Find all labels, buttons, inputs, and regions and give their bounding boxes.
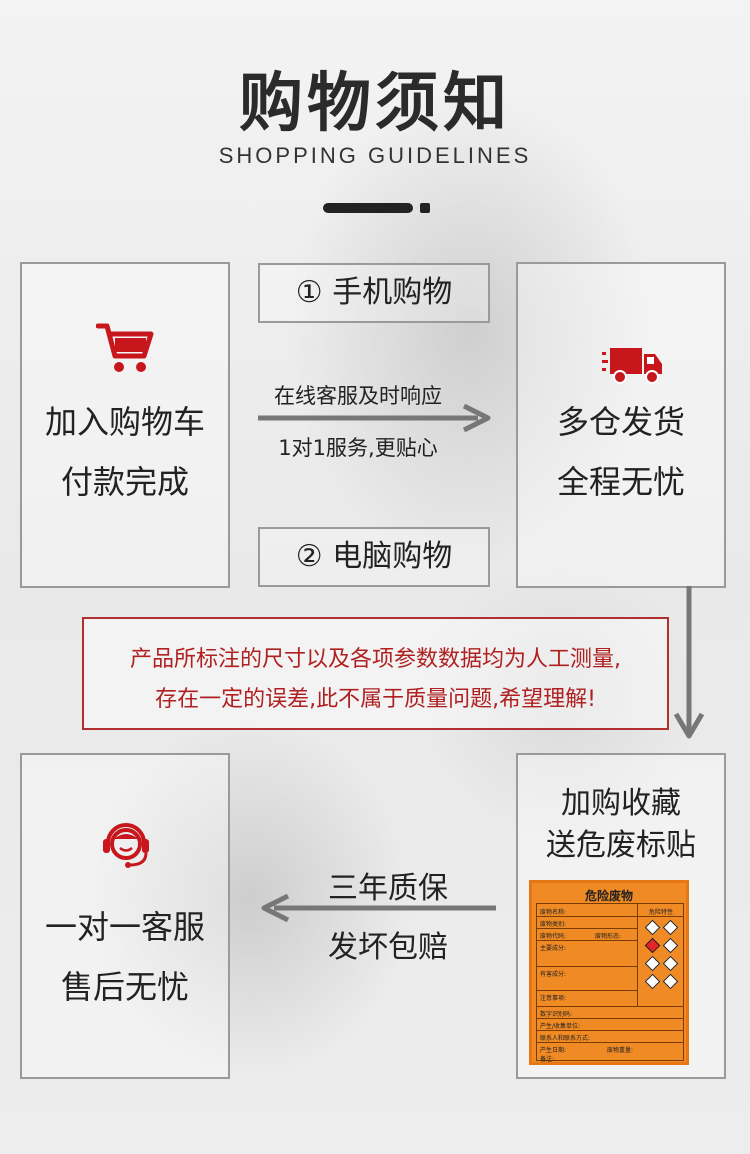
hazard-toxic-icon bbox=[644, 919, 661, 936]
step-add-to-cart-line2: 付款完成 bbox=[60, 463, 189, 501]
step-add-to-cart-line1: 加入购物车 bbox=[44, 403, 205, 441]
form-line bbox=[537, 1042, 683, 1043]
field-form: 废物形态: bbox=[595, 933, 622, 940]
field-weight: 废物重量: bbox=[607, 1047, 634, 1054]
field-remarks: 备注: bbox=[540, 1056, 555, 1063]
delivery-truck-icon bbox=[602, 348, 664, 388]
hazard-environment-icon bbox=[662, 955, 679, 972]
left-arrow-icon bbox=[261, 894, 496, 922]
down-arrow-icon bbox=[673, 586, 705, 739]
title-divider-bar bbox=[323, 203, 413, 213]
form-divider bbox=[637, 904, 638, 1006]
step-customer-service-line2: 售后无忧 bbox=[60, 968, 189, 1006]
hazard-label-title: 危险废物 bbox=[584, 889, 633, 903]
shopping-cart-icon bbox=[95, 322, 154, 378]
field-main-components: 主要成分: bbox=[540, 945, 567, 952]
hazard-label-form: 废物名称: 废物类别: 废物代码: 废物形态: 主要成分: 有害成分: 注意事项… bbox=[536, 903, 684, 1063]
customer-service-icon bbox=[98, 817, 154, 877]
field-name: 废物名称: bbox=[540, 909, 567, 916]
right-arrow-icon bbox=[258, 404, 491, 432]
step-customer-service-card: 一对一客服 售后无忧 bbox=[20, 753, 230, 1079]
step-shipping-line1: 多仓发货 bbox=[556, 403, 685, 441]
form-line bbox=[537, 1018, 683, 1019]
notice-line2: 存在一定的误差,此不属于质量问题,希望理解! bbox=[155, 687, 596, 712]
arrow-bottom-line1: 三年质保 bbox=[328, 871, 448, 906]
hazard-flammable-icon bbox=[662, 919, 679, 936]
hazard-corrosive-icon bbox=[662, 937, 679, 954]
hazard-explosive-icon bbox=[644, 937, 661, 954]
notice-box: 产品所标注的尺寸以及各项参数数据均为人工测量, 存在一定的误差,此不属于质量问题… bbox=[82, 617, 669, 730]
step-gift-line1: 加购收藏 bbox=[561, 786, 681, 821]
form-line bbox=[537, 916, 683, 917]
step-add-to-cart-card: 加入购物车 付款完成 bbox=[20, 262, 230, 588]
title-divider-dot bbox=[420, 203, 430, 213]
field-digital-id: 数字识别码: bbox=[540, 1011, 573, 1018]
field-contact: 联系人和联系方式: bbox=[540, 1035, 591, 1042]
field-category: 废物类别: bbox=[540, 921, 567, 928]
hazard-oxidizing-icon bbox=[662, 973, 679, 990]
arrow-bottom-line2: 发坏包赔 bbox=[328, 930, 448, 965]
field-code: 废物代码: bbox=[540, 933, 567, 940]
form-line bbox=[537, 1030, 683, 1031]
step-customer-service-line1: 一对一客服 bbox=[44, 908, 205, 946]
hazard-waste-label: 危险废物 废物名称: 废物类别: 废物代码: 废物形态: 主要成分: 有害成分:… bbox=[529, 880, 689, 1065]
arrow-top-line2: 1对1服务,更贴心 bbox=[278, 436, 438, 460]
step-gift-line2: 送危废标贴 bbox=[546, 828, 696, 863]
channel-pc: ② 电脑购物 bbox=[258, 527, 490, 587]
form-line bbox=[537, 966, 637, 967]
step-shipping-card: 多仓发货 全程无忧 bbox=[516, 262, 726, 588]
field-harmful-components: 有害成分: bbox=[540, 971, 567, 978]
field-producer: 产生/收集单位: bbox=[540, 1023, 581, 1030]
form-line bbox=[537, 928, 637, 929]
channel-mobile: ① 手机购物 bbox=[258, 263, 490, 323]
notice-line1: 产品所标注的尺寸以及各项参数数据均为人工测量, bbox=[130, 647, 621, 672]
hazard-characteristics-title: 危险特性 bbox=[649, 909, 674, 916]
field-precautions: 注意事项: bbox=[540, 995, 567, 1002]
form-line bbox=[537, 1006, 683, 1007]
hazard-infectious-icon bbox=[644, 955, 661, 972]
arrow-top-line1: 在线客服及时响应 bbox=[274, 384, 442, 408]
field-date: 产生日期: bbox=[540, 1047, 567, 1054]
step-shipping-line2: 全程无忧 bbox=[556, 463, 685, 501]
page-title: 购物须知 bbox=[239, 67, 511, 141]
form-line bbox=[537, 990, 637, 991]
hazard-reactive-icon bbox=[644, 973, 661, 990]
page-subtitle: SHOPPING GUIDELINES bbox=[218, 143, 532, 168]
form-line bbox=[537, 940, 637, 941]
